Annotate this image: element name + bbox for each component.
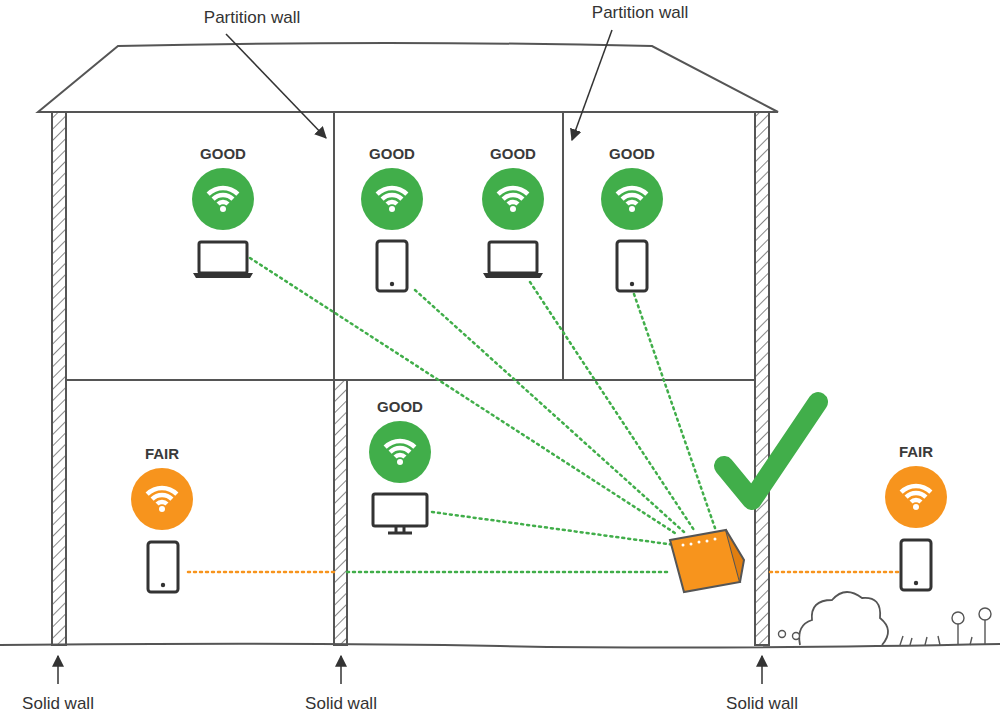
- wifi-icon: [481, 167, 545, 231]
- wifi-icon: [368, 420, 432, 484]
- wifi-icon: [130, 467, 194, 531]
- wall-label: Solid wall: [305, 694, 377, 714]
- wifi-icon: [600, 167, 664, 231]
- signal-badge: GOOD: [360, 398, 440, 484]
- wall-label: Solid wall: [726, 694, 798, 714]
- wifi-icon: [191, 167, 255, 231]
- signal-rating: GOOD: [377, 398, 423, 416]
- signal-rating: GOOD: [609, 145, 655, 163]
- signal-badge: GOOD: [592, 145, 672, 231]
- wifi-icon: [884, 465, 948, 529]
- wall-label: Partition wall: [204, 8, 300, 28]
- signal-badge: FAIR: [876, 443, 956, 529]
- signal-badge: FAIR: [122, 445, 202, 531]
- wall-label: Partition wall: [592, 3, 688, 23]
- wall-label: Solid wall: [22, 694, 94, 714]
- signal-rating: GOOD: [490, 145, 536, 163]
- wifi-icon: [360, 167, 424, 231]
- signal-badge: GOOD: [183, 145, 263, 231]
- signal-badge: GOOD: [352, 145, 432, 231]
- signal-rating: GOOD: [369, 145, 415, 163]
- signal-rating: GOOD: [200, 145, 246, 163]
- signal-rating: FAIR: [899, 443, 933, 461]
- signal-rating: FAIR: [145, 445, 179, 463]
- signal-badge: GOOD: [473, 145, 553, 231]
